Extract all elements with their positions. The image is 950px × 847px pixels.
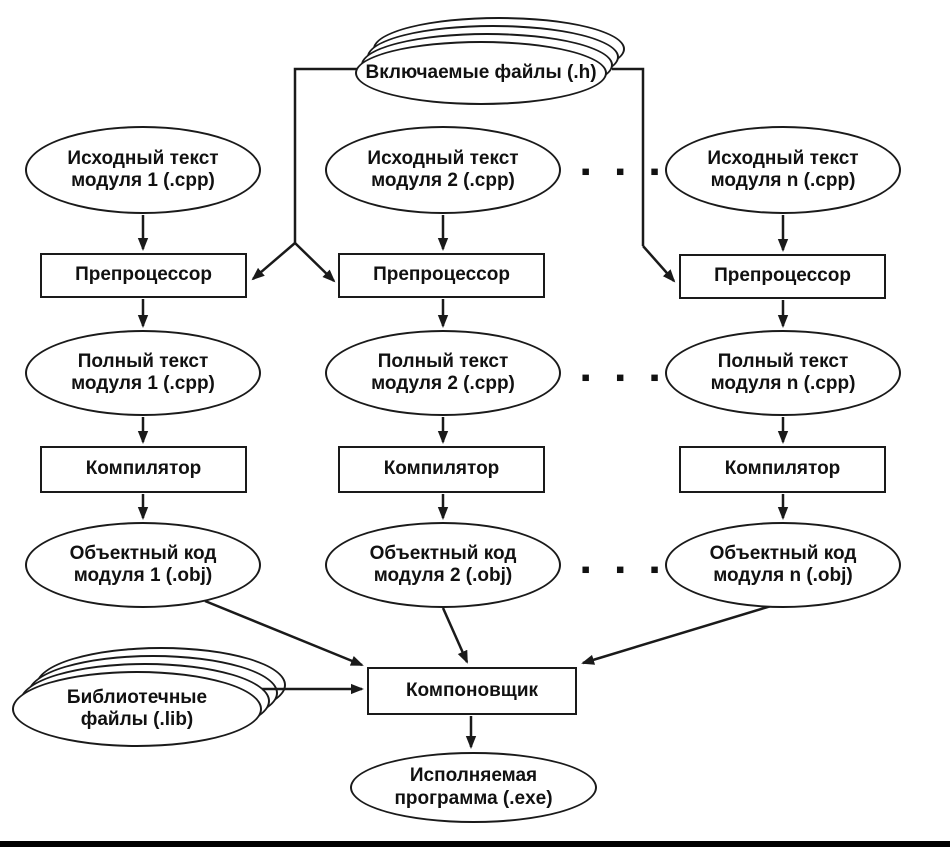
executable-program-ellipse: Исполняемая программа (.exe) xyxy=(350,752,597,823)
full-text-module-n-line2: модуля n (.cpp) xyxy=(710,373,856,394)
full-text-module-1-line2: модуля 1 (.cpp) xyxy=(71,373,215,394)
object-code-module-n-line1: Объектный код xyxy=(709,542,857,564)
object-code-module-n-line2: модуля n (.obj) xyxy=(713,565,853,586)
executable-program-line1: Исполняемая xyxy=(409,765,538,787)
object-code-module-2-ellipse: Объектный код модуля 2 (.obj) xyxy=(325,522,561,608)
preprocessor-1-label: Препроцессор xyxy=(75,264,212,286)
compiler-n-label: Компилятор xyxy=(724,458,841,480)
preprocessor-2-label: Препроцессор xyxy=(373,264,510,286)
object-code-module-2-line1: Объектный код xyxy=(369,542,517,564)
object-code-module-1-line2: модуля 1 (.obj) xyxy=(73,565,213,586)
object-code-module-1-ellipse: Объектный код модуля 1 (.obj) xyxy=(25,522,261,608)
full-text-module-1-line1: Полный текст xyxy=(77,350,209,372)
library-files-line1: Библиотечные xyxy=(66,686,208,708)
compiler-2-box: Компилятор xyxy=(338,446,545,493)
compiler-n-box: Компилятор xyxy=(679,446,886,493)
full-text-module-n-line1: Полный текст xyxy=(717,350,849,372)
preprocessor-1-box: Препроцессор xyxy=(40,253,247,298)
object-code-module-n-ellipse: Объектный код модуля n (.obj) xyxy=(665,522,901,608)
full-text-module-2-line2: модуля 2 (.cpp) xyxy=(371,373,515,394)
ellipsis-icon: ▪ ▪ ▪ xyxy=(581,156,669,186)
object-code-module-2-line2: модуля 2 (.obj) xyxy=(373,565,513,586)
preprocessor-n-box: Препроцессор xyxy=(679,254,886,299)
full-text-module-n-ellipse: Полный текст модуля n (.cpp) xyxy=(665,330,901,416)
source-module-1-line1: Исходный текст xyxy=(67,147,219,169)
source-module-1-line2: модуля 1 (.cpp) xyxy=(71,170,215,191)
source-module-2-line2: модуля 2 (.cpp) xyxy=(371,170,515,191)
full-text-module-2-ellipse: Полный текст модуля 2 (.cpp) xyxy=(325,330,561,416)
full-text-module-1-ellipse: Полный текст модуля 1 (.cpp) xyxy=(25,330,261,416)
source-module-2-ellipse: Исходный текст модуля 2 (.cpp) xyxy=(325,126,561,214)
ellipsis-icon: ▪ ▪ ▪ xyxy=(581,554,669,584)
source-module-n-ellipse: Исходный текст модуля n (.cpp) xyxy=(665,126,901,214)
compiler-2-label: Компилятор xyxy=(383,458,500,480)
source-module-2-line1: Исходный текст xyxy=(367,147,519,169)
library-files-line2: файлы (.lib) xyxy=(80,709,194,730)
executable-program-line2: программа (.exe) xyxy=(394,787,553,809)
compiler-1-label: Компилятор xyxy=(85,458,202,480)
compiler-1-box: Компилятор xyxy=(40,446,247,493)
full-text-module-2-line1: Полный текст xyxy=(377,350,509,372)
preprocessor-2-box: Препроцессор xyxy=(338,253,545,298)
source-module-n-line1: Исходный текст xyxy=(707,147,859,169)
linker-box: Компоновщик xyxy=(367,667,577,715)
include-files-label: Включаемые файлы (.h) xyxy=(365,61,597,83)
bottom-border-line xyxy=(0,841,950,847)
linker-label: Компоновщик xyxy=(405,679,539,701)
object-code-module-1-line1: Объектный код xyxy=(69,542,217,564)
source-module-1-ellipse: Исходный текст модуля 1 (.cpp) xyxy=(25,126,261,214)
source-module-n-line2: модуля n (.cpp) xyxy=(710,170,856,191)
include-files-ellipse: Включаемые файлы (.h) xyxy=(355,41,607,105)
preprocessor-n-label: Препроцессор xyxy=(714,265,851,287)
ellipsis-icon: ▪ ▪ ▪ xyxy=(581,362,669,392)
library-files-ellipse: Библиотечные файлы (.lib) xyxy=(12,671,262,747)
